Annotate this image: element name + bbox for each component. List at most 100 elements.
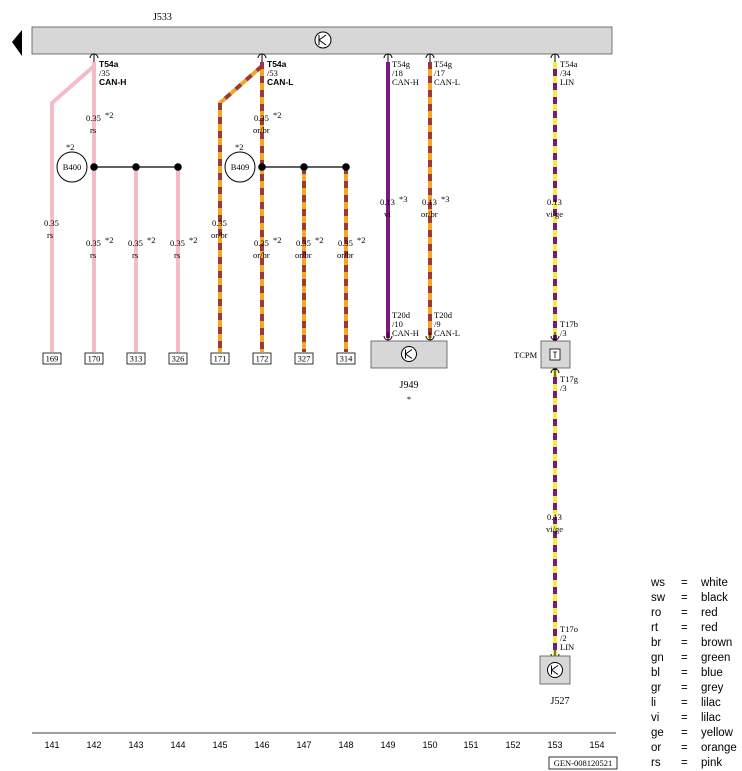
pin-connector-icon [383,53,393,62]
wire-note: *2 [273,110,282,120]
doc-code-box [548,756,618,770]
legend-meaning: green [701,652,731,664]
wire-note: *2 [357,235,366,245]
wire-color: or/br [253,125,270,135]
wire-color: or/br [295,250,312,260]
legend-eq: = [681,652,688,664]
splice-dots [90,163,350,171]
legend-eq: = [681,697,688,709]
pin-conn: T54a [560,59,578,69]
column-number: 148 [338,740,353,750]
wire-color: or/br [421,209,438,219]
legend-eq: = [681,607,688,619]
j527-unit-symbol-icon [547,662,563,678]
wire-note: *2 [105,235,114,245]
wire-labels: 0.35 *2 rs 0.35 rs 0.35 *2 rs 0.35 *2 rs… [44,110,563,534]
legend-abbr: gr [651,682,662,694]
pin-connector-icon [550,368,560,377]
pin-connector-icon [89,53,99,62]
pin-conn: T20d [434,310,453,320]
legend-meaning: white [701,577,728,589]
column-number: 149 [380,740,395,750]
legend-meaning: yellow [701,727,733,739]
column-numbers: 141 142 143 144 145 146 147 148 149 150 … [44,740,604,750]
legend-row: ws=white [651,576,737,591]
legend-meaning: lilac [701,697,721,709]
wire-size: 0.35 [170,238,185,248]
wire-color: rs [47,230,53,240]
wire-color: vi [384,209,391,219]
wire-color: rs [90,125,96,135]
page-back-arrow-icon[interactable] [12,30,22,56]
pin-connector-icon [383,332,393,341]
reference-label: 169 [46,354,59,364]
b409-note: *2 [235,142,244,152]
pin-num: /35 [99,68,110,78]
reference-label: 326 [172,354,185,364]
column-number: 153 [547,740,562,750]
legend-abbr: or [651,742,662,754]
wire-color: or/br [211,230,228,240]
column-number: 146 [254,740,269,750]
pin-num: /18 [392,68,403,78]
legend-row: gn = green [651,651,737,666]
legend-meaning: red [701,607,718,619]
legend-row: sw=black [651,591,737,606]
pin-conn: T54a [99,59,119,69]
j527-control-unit: J527 [539,655,571,707]
column-number: 142 [86,740,101,750]
b400-label: B400 [63,162,81,172]
column-number: 144 [170,740,185,750]
legend-meaning: grey [701,682,724,694]
pin-num: /53 [267,68,278,78]
wire-size: 0.35 [86,238,101,248]
pin-sig: LIN [560,642,574,652]
pin-sig: CAN-H [392,328,419,338]
j533-label: J533 [153,12,172,23]
legend-row: ro=red [651,606,737,621]
legend-row: bl=blue [651,666,737,681]
legend-eq: = [681,682,688,694]
b400-sensor: B400 *2 [56,142,88,183]
wire-note: *2 [273,235,282,245]
legend-abbr: br [651,637,662,649]
wires-can-h-pink [50,62,180,352]
legend-eq: = [681,667,688,679]
wire-color: or/br [337,250,354,260]
pin-conn: T20d [392,310,411,320]
legend-abbr: gn [651,652,664,664]
legend-meaning: pink [701,757,723,769]
wire-size: 0.13 [547,197,562,207]
wires-can-l-orbr [218,62,432,352]
pin-labels: T54a /35 CAN-H T54a /53 CAN-L T54g /18 C… [99,59,579,652]
wire-color: rs [174,250,180,260]
reference-label: 171 [214,354,227,364]
pin-sig: CAN-H [99,77,126,87]
tcpm-connector: TCPM [514,340,571,369]
wire-size: 0.13 [422,197,437,207]
wire-color: vi/ge [546,209,563,219]
pin-conn: T54a [267,59,287,69]
wire-size: 0.35 [128,238,143,248]
pin-sig: LIN [560,77,574,87]
legend-row: rs=pink [651,756,737,771]
legend-meaning: red [701,622,718,634]
legend-row: ge=yellow [651,726,737,741]
wire-size: 0.13 [547,512,562,522]
wire-size: 0.35 [86,113,101,123]
wire-size: 0.35 [44,218,59,228]
pin-connector-icon [550,53,560,62]
wire-note: *3 [399,194,408,204]
pin-conn: T17b [560,319,578,329]
legend-row: rt=red [651,621,737,636]
legend-meaning: lilac [701,712,721,724]
column-number: 143 [128,740,143,750]
legend-row: li=lilac [651,696,737,711]
wire-size: 0.13 [380,197,395,207]
column-number: 154 [589,740,604,750]
wire-note: *2 [105,110,114,120]
legend-meaning: orange [701,742,737,754]
reference-label: 172 [256,354,269,364]
b409-label: B409 [231,162,249,172]
